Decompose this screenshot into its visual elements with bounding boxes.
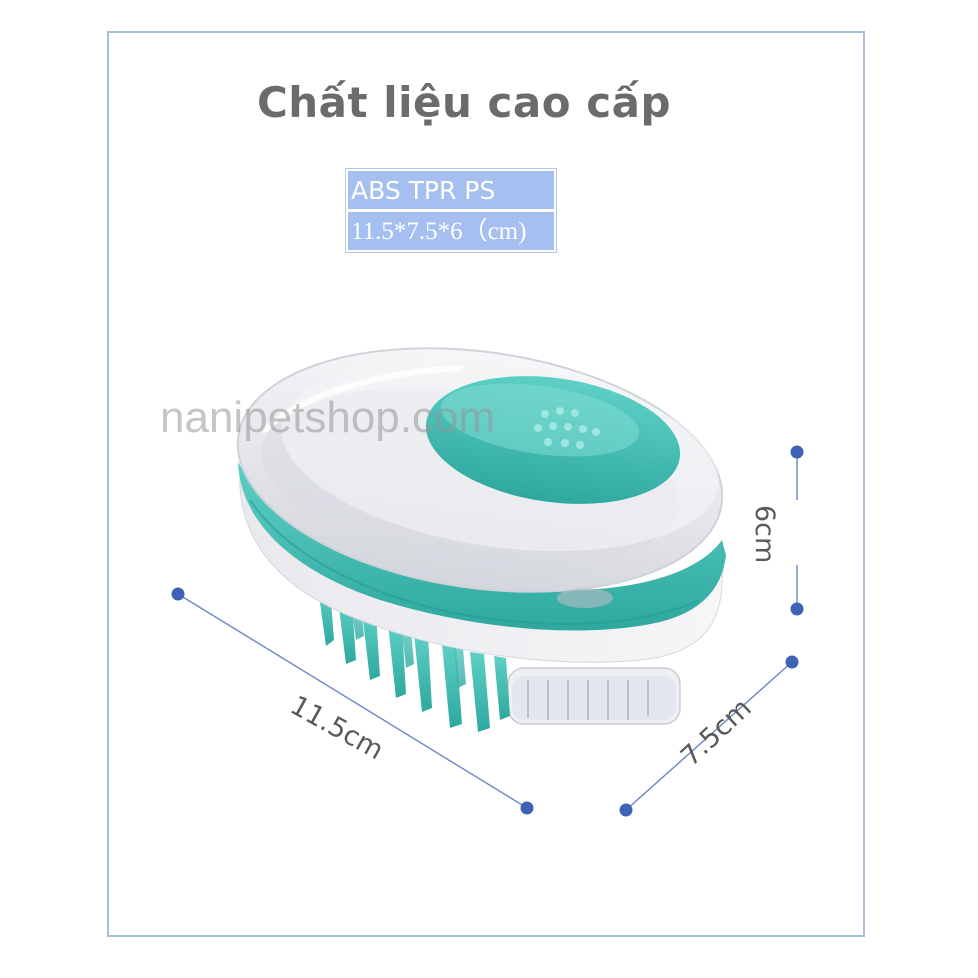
width-dimension [619, 655, 799, 817]
length-dimension [171, 587, 534, 815]
press-button [425, 376, 681, 504]
bristles [318, 588, 510, 732]
watermark: nanipetshop.com [160, 393, 496, 442]
teal-band [238, 462, 726, 631]
spec-size: 11.5*7.5*6（cm) [348, 212, 554, 250]
spec-material: ABS TPR PS [348, 171, 554, 209]
brush-body [236, 347, 726, 732]
page-title: Chất liệu cao cấp [256, 78, 672, 127]
spec-table: ABS TPR PS 11.5*7.5*6（cm) [345, 168, 557, 253]
clear-chamber [507, 667, 681, 725]
height-label: 6cm [749, 505, 780, 564]
height-dimension [790, 445, 804, 616]
page-frame [107, 31, 865, 937]
